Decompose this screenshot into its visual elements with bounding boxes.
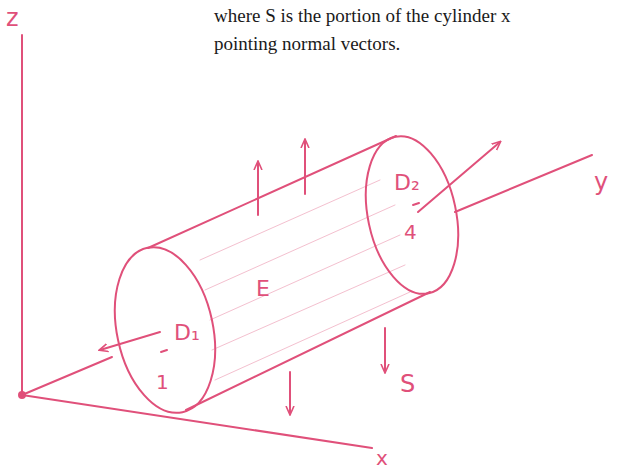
value-label: 4	[404, 222, 417, 242]
normal-arrow	[289, 372, 291, 414]
z-axis	[21, 35, 23, 395]
normal-arrow	[418, 142, 500, 212]
printed-text: where S is the portion of the cylinder x	[214, 6, 511, 25]
axis-label: z	[6, 6, 19, 30]
tick-mark	[413, 203, 419, 205]
disk-d1	[101, 238, 230, 422]
y-axis	[22, 357, 112, 395]
region-label: E	[256, 278, 270, 300]
normal-arrow	[304, 140, 306, 194]
cylinder-side	[186, 292, 430, 410]
normal-arrow	[257, 162, 259, 215]
disk-label: D₂	[394, 172, 420, 194]
cylinder-side	[148, 136, 396, 248]
disk-d2	[352, 128, 471, 303]
normal-arrow	[100, 332, 160, 350]
printed-text: pointing normal vectors.	[214, 34, 400, 53]
axis-label: y	[594, 170, 608, 194]
value-label: 1	[156, 372, 169, 392]
axis-label: x	[376, 448, 388, 468]
surface-label: S	[400, 372, 415, 396]
x-axis	[22, 395, 372, 448]
origin-dot	[19, 392, 25, 398]
tick-mark	[161, 350, 167, 352]
disk-label: D₁	[174, 322, 200, 344]
normal-arrow	[384, 328, 386, 372]
